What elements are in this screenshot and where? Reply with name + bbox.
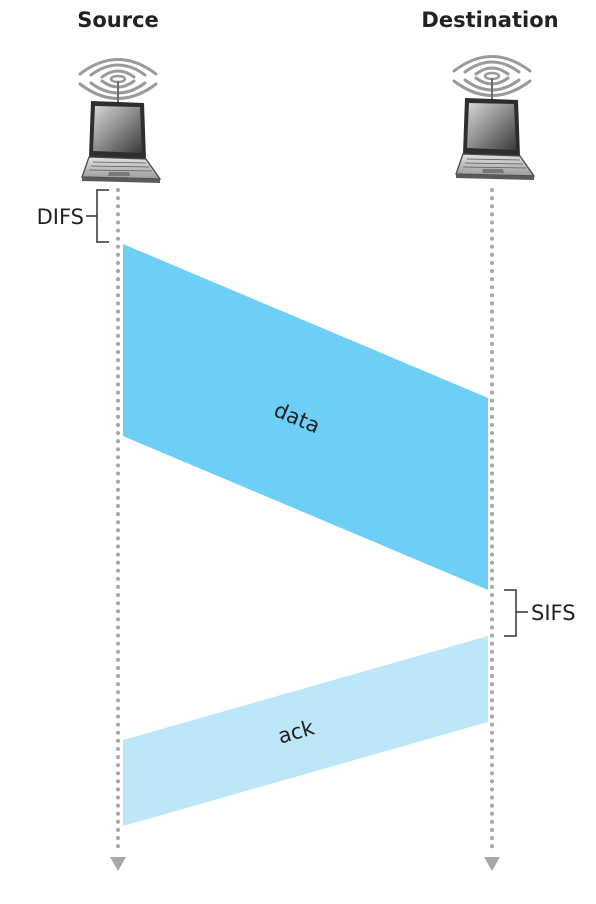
difs-label: DIFS (37, 205, 84, 229)
source-timeline-arrow-icon (110, 857, 126, 871)
sifs-bracket (504, 589, 528, 637)
destination-title: Destination (421, 8, 559, 32)
source-laptop-icon (78, 58, 162, 185)
source-title: Source (77, 8, 159, 32)
sifs-label: SIFS (531, 601, 576, 625)
ack-frame (123, 636, 488, 826)
data-frame (123, 244, 488, 590)
destination-timeline-arrow-icon (484, 857, 500, 871)
destination-laptop-icon (452, 55, 536, 182)
difs-bracket (86, 189, 109, 243)
